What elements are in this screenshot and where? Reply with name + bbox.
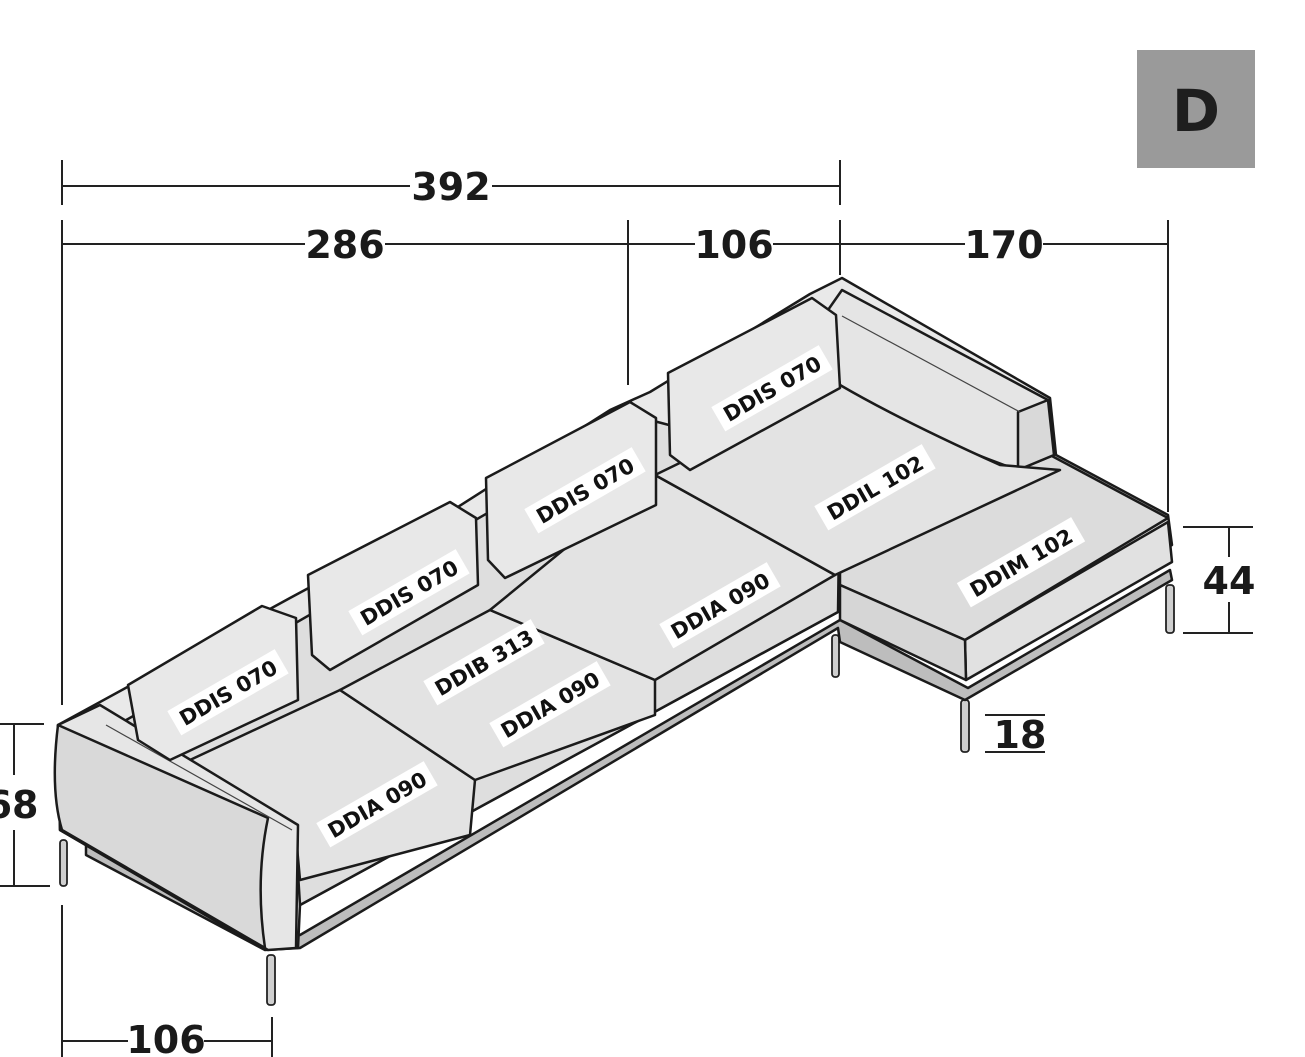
dim-total-width: 392	[411, 165, 490, 209]
back-cushion-1	[126, 604, 300, 762]
dim-depth: 106	[126, 1018, 205, 1057]
sofa-legs	[59, 584, 1175, 1006]
dim-seat-height: 44	[1203, 559, 1256, 603]
dim-leg-height: 18	[994, 713, 1047, 757]
dim-height: 68	[0, 783, 38, 827]
badge-letter: D	[1172, 77, 1220, 145]
dimension-lines	[0, 160, 1253, 1057]
dim-width-left: 286	[305, 223, 384, 267]
configuration-badge: D	[1137, 50, 1255, 168]
dimension-values: 392 286 106 170 68 44 18 106	[0, 165, 1255, 1057]
sofa-illustration	[53, 276, 1175, 1006]
seat-cushion-2	[338, 608, 657, 782]
dim-width-chaise: 170	[964, 223, 1043, 267]
dim-width-middle: 106	[694, 223, 773, 267]
